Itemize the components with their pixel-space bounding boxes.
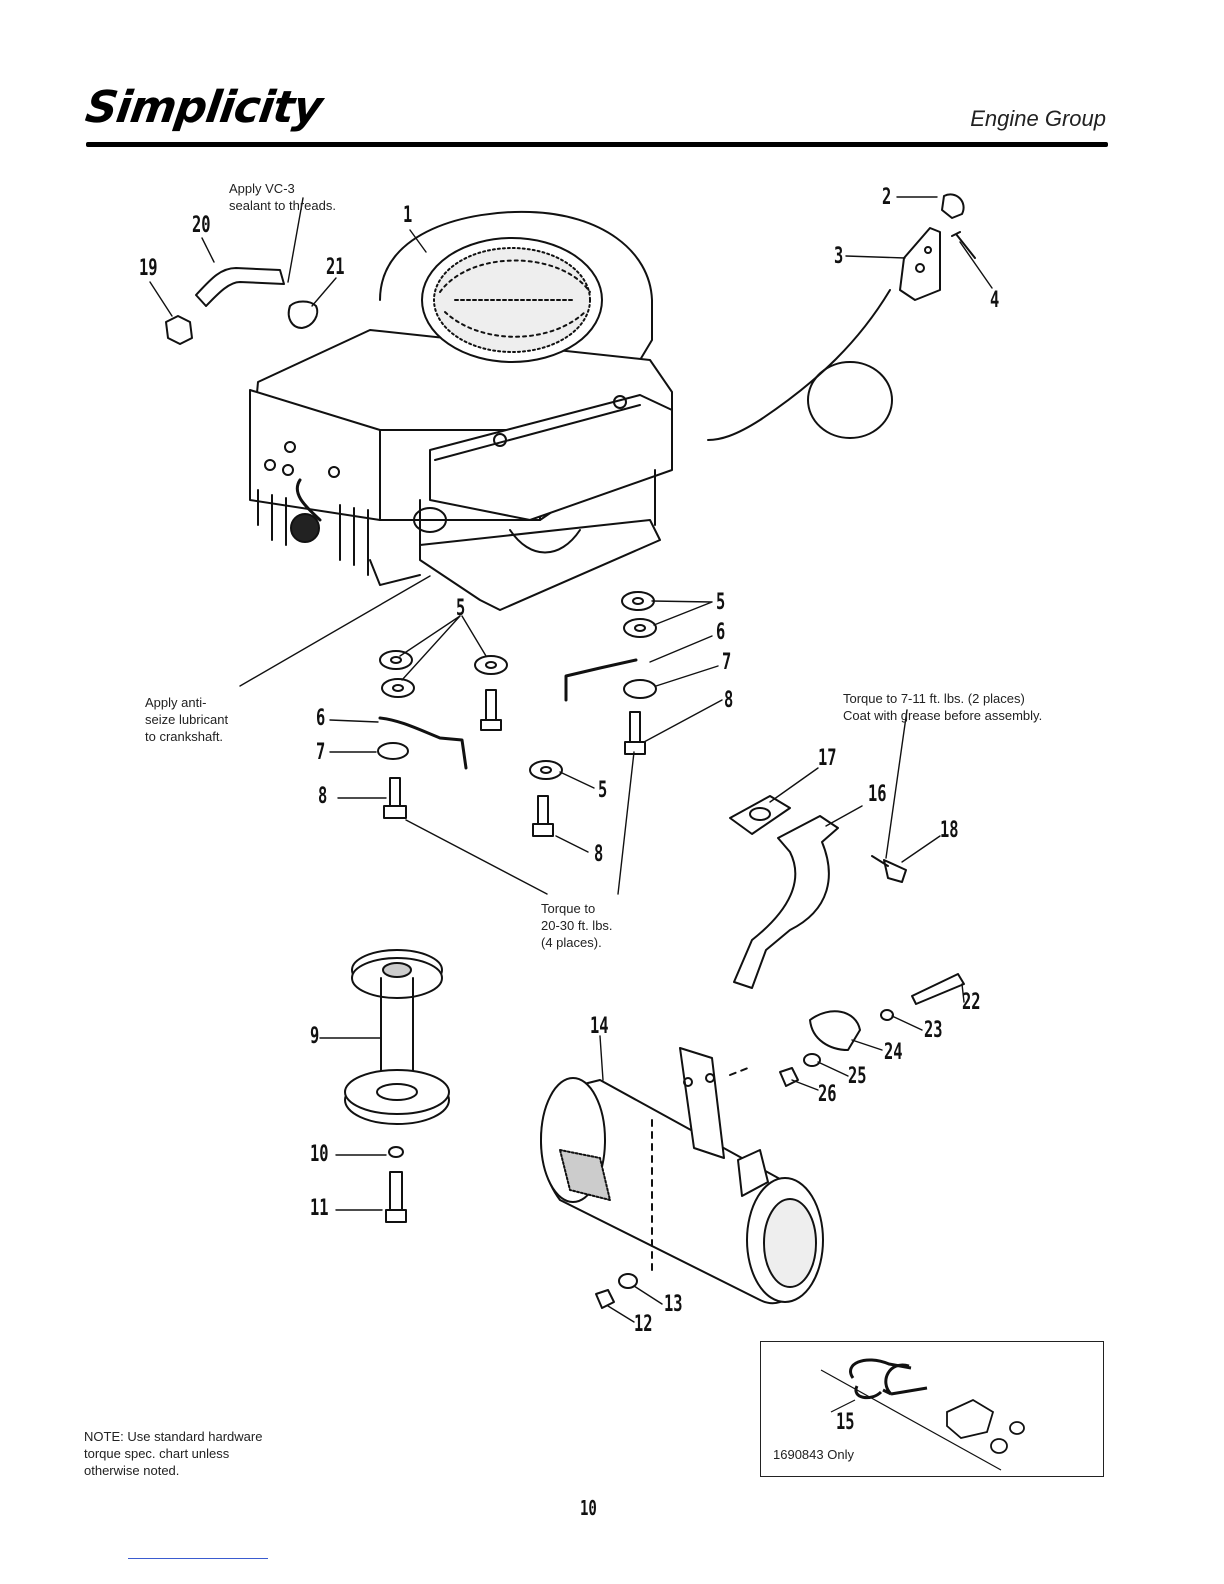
- oil-drain-fittings: [165, 267, 319, 345]
- callout-1: 1: [403, 203, 413, 228]
- callout-12: 12: [634, 1312, 653, 1337]
- note-sealant: Apply VC-3 sealant to threads.: [229, 180, 336, 214]
- callout-14: 14: [590, 1014, 609, 1039]
- footer-note: NOTE: Use standard hardware torque spec.…: [84, 1428, 262, 1479]
- callout-4: 4: [990, 288, 1000, 313]
- footer-line: [128, 1558, 268, 1559]
- callout-15: 15: [836, 1410, 855, 1435]
- callout-19: 19: [139, 256, 158, 281]
- section-title: Engine Group: [970, 106, 1106, 131]
- callout-10: 10: [310, 1142, 329, 1167]
- callout-21: 21: [326, 255, 345, 280]
- callout-6-right: 6: [716, 620, 726, 645]
- callout-2: 2: [882, 185, 892, 210]
- callout-18: 18: [940, 818, 959, 843]
- callout-11: 11: [310, 1196, 329, 1221]
- engine-illustration: [249, 210, 673, 611]
- callout-8-left: 8: [318, 784, 328, 809]
- note-antiseize-line-2: seize lubricant: [145, 712, 229, 727]
- inset-label: 1690843 Only: [773, 1447, 854, 1462]
- callout-16: 16: [868, 782, 887, 807]
- callout-17: 17: [818, 746, 837, 771]
- callout-5-center: 5: [598, 778, 608, 803]
- note-torque-bolts-line-1: Torque to: [541, 901, 596, 916]
- footer-note-line-1: NOTE: Use standard hardware: [84, 1429, 263, 1444]
- note-antiseize-line-3: to crankshaft.: [145, 729, 224, 744]
- callout-7-left: 7: [316, 740, 326, 765]
- note-antiseize: Apply anti- seize lubricant to crankshaf…: [145, 694, 228, 745]
- note-torque-bolts: Torque to 20-30 ft. lbs. (4 places).: [541, 900, 613, 951]
- exhaust-pipe-assembly: [729, 795, 907, 989]
- callout-8-right: 8: [724, 688, 734, 713]
- leader-lines: [149, 196, 993, 1323]
- note-torque-exhaust-line-1: Torque to 7-11 ft. lbs. (2 places): [843, 691, 1025, 706]
- callout-22: 22: [962, 990, 981, 1015]
- note-sealant-line-2: sealant to threads.: [229, 198, 336, 213]
- muffler-assembly: [540, 973, 965, 1309]
- inset-box: 1690843 Only: [760, 1341, 1104, 1477]
- callout-24: 24: [884, 1040, 903, 1065]
- callout-20: 20: [192, 213, 211, 238]
- callout-23: 23: [924, 1018, 943, 1043]
- u-bolt-clamp-drawing: [820, 1358, 1025, 1471]
- footer-note-line-2: torque spec. chart unless: [84, 1446, 230, 1461]
- note-sealant-line-1: Apply VC-3: [229, 181, 295, 196]
- header-rule: [86, 142, 1108, 147]
- note-torque-exhaust: Torque to 7-11 ft. lbs. (2 places) Coat …: [843, 690, 1042, 724]
- callout-13: 13: [664, 1292, 683, 1317]
- note-antiseize-line-1: Apply anti-: [145, 695, 207, 710]
- note-torque-exhaust-line-2: Coat with grease before assembly.: [843, 708, 1043, 723]
- mounting-hardware: [377, 591, 657, 837]
- callout-25: 25: [848, 1064, 867, 1089]
- callout-7-right: 7: [722, 650, 732, 675]
- callout-8-center: 8: [594, 842, 604, 867]
- callout-6-left: 6: [316, 706, 326, 731]
- callout-3: 3: [834, 244, 844, 269]
- pulley-assembly: [344, 949, 450, 1223]
- page-number: 10: [580, 1496, 597, 1520]
- throttle-control-assembly: [707, 193, 976, 441]
- callout-9: 9: [310, 1024, 320, 1049]
- callout-5-left: 5: [456, 596, 466, 621]
- callout-26: 26: [818, 1082, 837, 1107]
- note-torque-bolts-line-3: (4 places).: [541, 935, 602, 950]
- note-torque-bolts-line-2: 20-30 ft. lbs.: [541, 918, 613, 933]
- footer-note-line-3: otherwise noted.: [84, 1463, 180, 1478]
- callout-5-right-top: 5: [716, 590, 726, 615]
